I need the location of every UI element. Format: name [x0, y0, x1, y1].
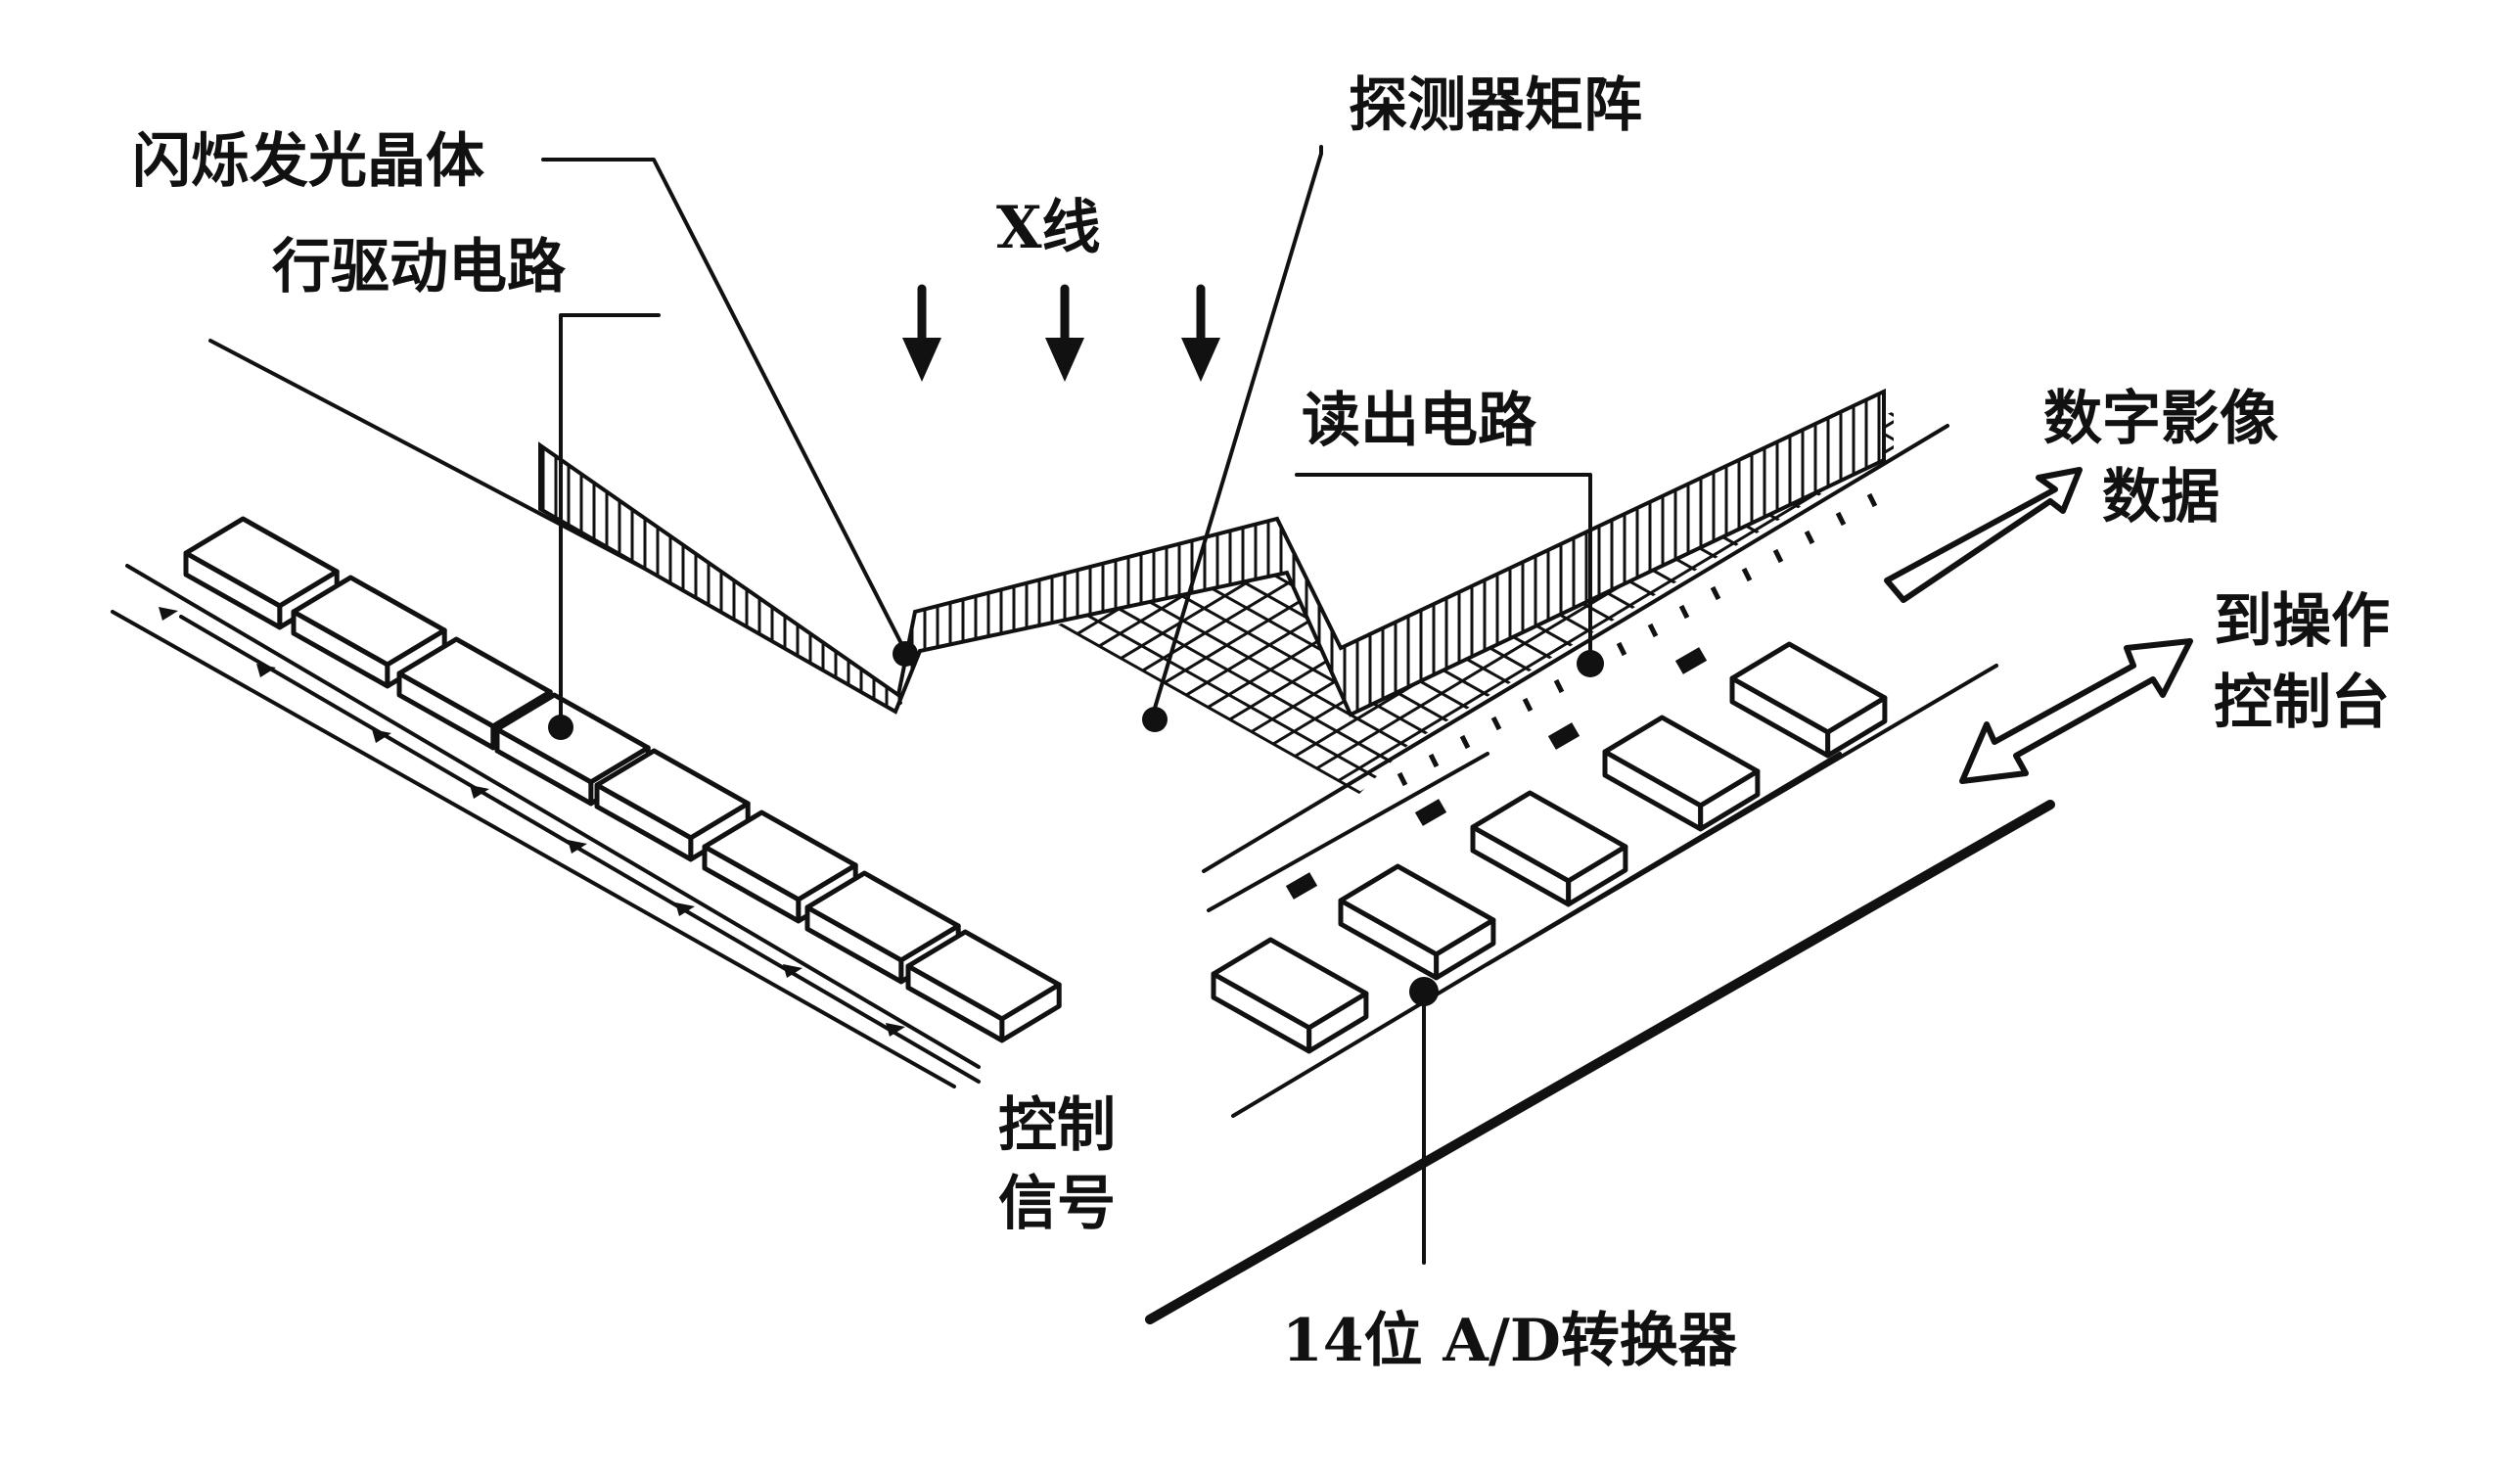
readout-tick — [1616, 641, 1627, 657]
readout-chips — [1211, 492, 1888, 1054]
label-to-console-2: 控制台 — [2214, 669, 2390, 737]
connector-pad — [1414, 799, 1447, 826]
label-scintillator: 闪烁发光晶体 — [132, 127, 484, 196]
control-signal-bus — [159, 607, 981, 1084]
right-edge-lines — [1145, 424, 2055, 1324]
grid-line — [1117, 411, 1819, 520]
label-adc: 14位 A/D转换器 — [1282, 1307, 1738, 1375]
readout-chip — [1602, 715, 1761, 832]
connector-pad — [1547, 722, 1581, 750]
readout-tick — [1678, 604, 1690, 620]
readout-tick — [1459, 734, 1471, 750]
readout-tick — [1710, 585, 1721, 601]
grid-line — [1033, 411, 1736, 570]
readout-chip — [1338, 863, 1496, 981]
label-digital-image-2: 数据 — [2102, 463, 2220, 532]
label-control-signal-1: 控制 — [998, 1091, 1116, 1160]
scintillator-layer — [538, 388, 1886, 717]
console-bidirectional-arrow — [1959, 638, 2193, 784]
readout-tick — [1804, 530, 1815, 545]
row-driver-chips — [183, 516, 1062, 1043]
readout-tick — [1647, 623, 1659, 638]
readout-tick — [1772, 548, 1784, 564]
label-detector-matrix: 探测器矩阵 — [1349, 71, 1642, 140]
readout-chip — [1211, 937, 1369, 1054]
grid-line — [1076, 411, 1777, 544]
label-xray: X线 — [996, 194, 1101, 262]
digital-image-data-arrow — [1884, 467, 2083, 603]
readout-tick — [1397, 771, 1408, 787]
readout-chip — [1729, 641, 1888, 759]
connector-pad — [1674, 647, 1708, 674]
readout-tick — [1741, 567, 1753, 582]
readout-tick — [1553, 678, 1565, 694]
label-digital-image-1: 数字影像 — [2043, 385, 2278, 453]
leader-lines — [541, 145, 1604, 1265]
readout-tick — [1428, 753, 1440, 768]
label-to-console-1: 到操作 — [2214, 587, 2390, 656]
readout-tick — [1522, 697, 1534, 713]
grid-line — [1055, 411, 1757, 557]
readout-tick — [1835, 511, 1847, 527]
label-row-driver: 行驱动电路 — [272, 233, 567, 301]
connector-pad — [1285, 872, 1318, 900]
readout-tick — [1490, 716, 1502, 731]
label-readout: 读出电路 — [1302, 387, 1537, 455]
xray-arrows — [902, 284, 1220, 382]
readout-tick — [1866, 492, 1878, 508]
row-driver-chip — [905, 929, 1062, 1043]
label-control-signal-2: 信号 — [998, 1170, 1116, 1238]
readout-chip — [1470, 790, 1628, 907]
